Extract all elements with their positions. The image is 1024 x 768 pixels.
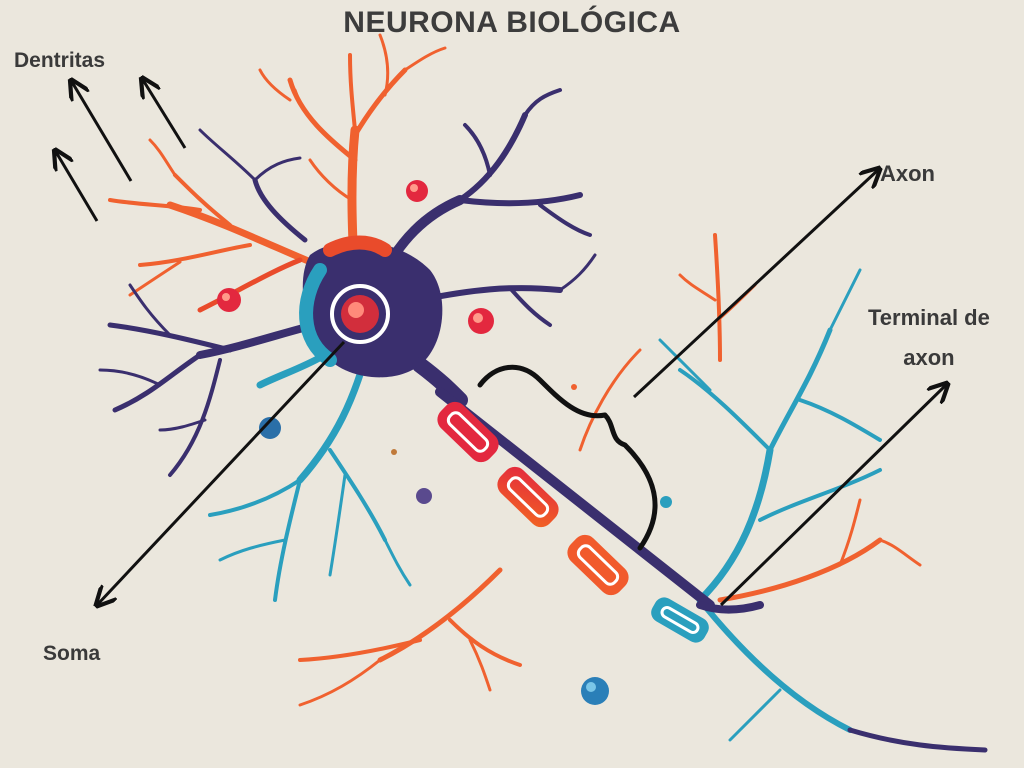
dendrite-arrows	[56, 80, 187, 222]
dendrite-upper-left	[108, 138, 334, 313]
axon-terminal-branches	[578, 233, 988, 753]
myelin-segment	[651, 597, 709, 643]
nucleus	[330, 284, 390, 344]
axon-terminal-label: Terminal de axon	[868, 298, 990, 378]
axon-terminal-arrow	[719, 385, 946, 607]
dendrite-arrow	[72, 82, 133, 182]
axon-brace	[477, 364, 658, 551]
dendrite-arrow	[56, 152, 99, 222]
myelin-segment	[567, 534, 629, 596]
diagram-title: NEURONA BIOLÓGICA	[343, 6, 681, 39]
axon-arrow	[632, 170, 878, 399]
soma-arrow	[98, 340, 346, 604]
dendrite-bottom	[298, 567, 522, 707]
dendrite-purple-upper	[198, 88, 597, 327]
soma-label: Soma	[43, 642, 101, 665]
axon-terminal-label-line2: axon	[903, 345, 955, 370]
soma-body	[299, 235, 468, 408]
myelin-segment	[437, 401, 499, 463]
dendrite-arrow	[143, 80, 187, 149]
decorative-dots	[217, 180, 672, 705]
axon-terminal-label-line1: Terminal de	[868, 305, 990, 330]
axon-label: Axon	[880, 161, 935, 186]
axon	[435, 387, 764, 643]
dendrites-label: Dentritas	[14, 49, 106, 72]
myelin-segment	[497, 466, 559, 528]
